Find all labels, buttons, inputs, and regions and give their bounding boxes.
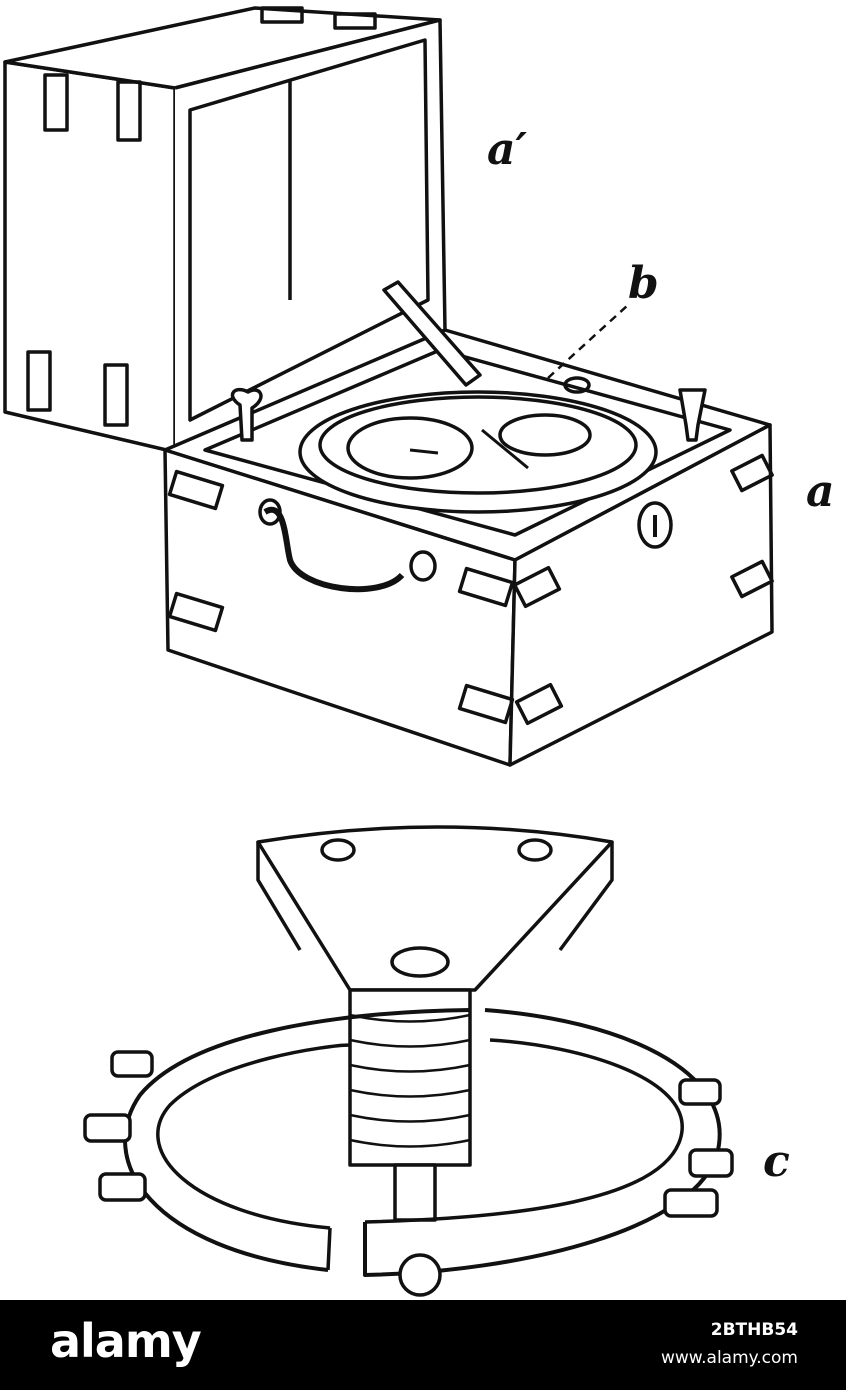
ring-screw [678, 1078, 722, 1106]
seconds-dial [498, 413, 592, 457]
label-a-prime: a′ [487, 124, 528, 175]
box-bracket [457, 566, 515, 608]
plate-boss [390, 946, 450, 978]
plate-hole [517, 838, 553, 862]
image-id: 2BTHB54 [710, 1320, 798, 1340]
watermark-footer: alamy 2BTHB54 www.alamy.com [0, 1300, 846, 1390]
lid-bracket [103, 363, 129, 427]
box-bracket [167, 591, 225, 633]
box-bracket [457, 683, 515, 725]
winding-key [382, 280, 482, 387]
lid-bracket [26, 350, 52, 412]
lid-bracket [116, 80, 142, 142]
ring-screw [688, 1148, 734, 1178]
lid-front-face [3, 60, 177, 454]
box-bracket [167, 469, 225, 511]
ring-break-left [326, 1227, 332, 1271]
mount-plate-edge [558, 842, 614, 952]
lid-bracket [43, 73, 69, 132]
dial-hand [409, 448, 439, 455]
box-bracket [730, 453, 774, 493]
brand-logo: alamy [50, 1314, 202, 1368]
label-b: b [628, 258, 659, 309]
gimbal-ring-inner [318, 395, 638, 495]
lid-bracket [333, 12, 377, 30]
box-right-face [508, 423, 774, 767]
site-url: www.alamy.com [660, 1348, 798, 1368]
ring-screw [83, 1113, 132, 1143]
right-knob [678, 388, 707, 442]
gimbal-ring-left-inner [156, 1043, 351, 1230]
lid-bracket [260, 6, 304, 24]
box-bracket [730, 559, 774, 599]
dial-hand [481, 428, 529, 470]
lid-inner-panel [188, 38, 430, 422]
gimbal-ring-right-inner [364, 1038, 684, 1224]
mount-plate-edge [256, 842, 302, 951]
label-a: a [806, 466, 835, 517]
handle-mount [409, 550, 437, 582]
box-bracket [512, 565, 562, 609]
ring-screw [98, 1172, 147, 1202]
stem [393, 1163, 437, 1222]
small-knob [563, 376, 591, 394]
ring-screw [663, 1188, 719, 1218]
box-bracket [514, 682, 564, 726]
gimbal-ring-left [123, 1008, 471, 1272]
mount-plate [256, 825, 614, 992]
left-knob [230, 387, 263, 442]
ring-screw [110, 1050, 154, 1078]
engraving-illustration: a′ b a c [3, 6, 835, 1297]
bottom-screw [398, 1253, 442, 1297]
handle-mount [258, 498, 282, 526]
gimbal-ring-outer [298, 390, 658, 514]
leader-line-b [547, 304, 629, 379]
main-dial [346, 416, 474, 480]
chronometer-box-drawing [3, 6, 774, 1297]
label-c: c [763, 1136, 790, 1187]
keyhole-plate [637, 501, 673, 549]
plate-hole [320, 838, 356, 862]
